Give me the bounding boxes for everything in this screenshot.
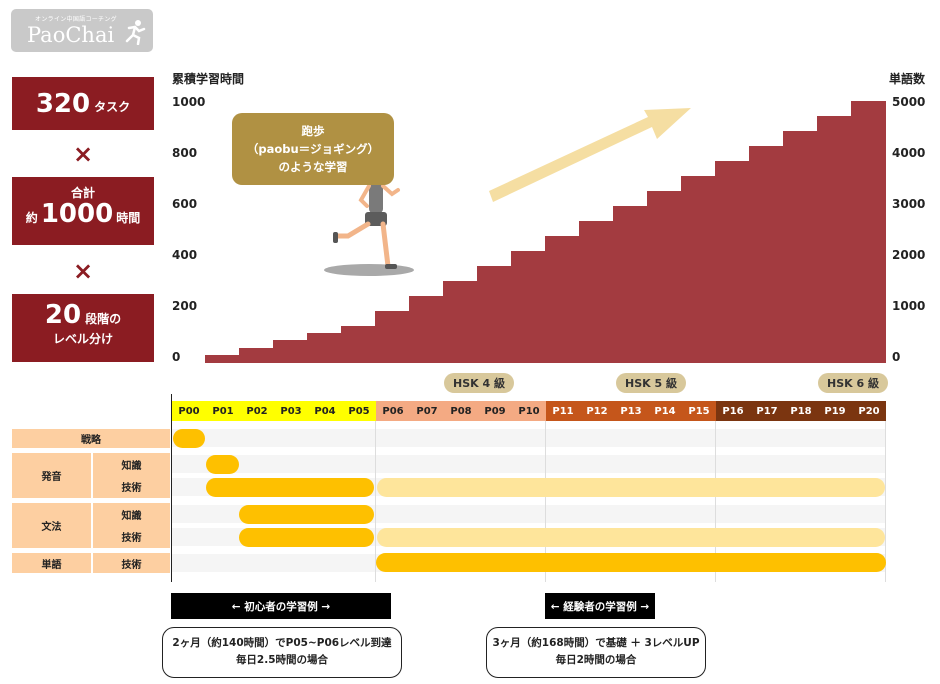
phase-col-p05: P05 xyxy=(342,401,376,421)
phase-col-p04: P04 xyxy=(308,401,342,421)
experienced-example-box: 3ヶ月（約168時間）で基礎 ＋ 3レベルUP 毎日2時間の場合 xyxy=(486,627,706,678)
kpi-hours-number: 1000 xyxy=(40,199,114,229)
phase-col-p02: P02 xyxy=(240,401,274,421)
row-sublabel-skill: 技術 xyxy=(93,525,170,548)
row-label-grammar: 文法 xyxy=(12,503,91,548)
phase-col-p17: P17 xyxy=(750,401,784,421)
beginner-example-header: ← 初心者の学習例 → xyxy=(171,593,391,619)
bubble-line1: 跑歩 xyxy=(301,124,325,138)
runner-icon xyxy=(125,20,146,45)
gantt-bar-grammar-skill-ext xyxy=(377,528,885,547)
y-tick-right: 0 xyxy=(892,350,901,364)
phase-col-p10: P10 xyxy=(512,401,546,421)
phase-col-p03: P03 xyxy=(274,401,308,421)
beginner-example-line2: 毎日2.5時間の場合 xyxy=(235,654,329,666)
kpi-levels-unit: 段階の xyxy=(85,312,122,326)
y-tick-left: 0 xyxy=(172,350,181,364)
experienced-example-line2: 毎日2時間の場合 xyxy=(555,654,637,666)
phase-col-p18: P18 xyxy=(784,401,818,421)
experienced-example-line1: 3ヶ月（約168時間）で基礎 ＋ 3レベルUP xyxy=(492,637,700,649)
bubble-line2: （paobu＝ジョギング） xyxy=(246,142,380,156)
row-sublabel-knowledge: 知識 xyxy=(93,453,170,475)
row-label-strategy: 戦略 xyxy=(12,429,170,448)
kpi-levels-number: 20 xyxy=(44,300,82,330)
kpi-tasks-number: 320 xyxy=(35,88,91,119)
row-sublabel-skill: 技術 xyxy=(93,553,170,573)
phase-col-p06: P06 xyxy=(376,401,410,421)
gantt-bar-grammar-skill xyxy=(239,528,374,547)
gantt-bar-pron-knowledge xyxy=(206,455,239,474)
phase-col-p07: P07 xyxy=(410,401,444,421)
phase-divider xyxy=(375,421,376,582)
phase-divider xyxy=(715,421,716,582)
phase-col-p13: P13 xyxy=(614,401,648,421)
kpi-levels-line2: レベル分け xyxy=(52,332,113,346)
phase-col-p09: P09 xyxy=(478,401,512,421)
kpi-tasks-unit: タスク xyxy=(94,100,131,114)
logo-subtitle: オンライン中国語コーチング xyxy=(35,16,117,23)
gantt-bar-strategy xyxy=(173,429,205,448)
row-sublabel-knowledge: 知識 xyxy=(93,503,170,525)
y-tick-right: 4000 xyxy=(892,146,926,160)
phase-col-p01: P01 xyxy=(206,401,240,421)
trend-arrow-icon xyxy=(489,108,691,202)
gantt-axis-line xyxy=(171,394,172,582)
gantt-bar-pron-skill xyxy=(206,478,374,497)
y-tick-right: 1000 xyxy=(892,299,926,313)
phase-col-p00: P00 xyxy=(172,401,206,421)
hsk5-badge: HSK 5 級 xyxy=(616,373,686,393)
kpi-tasks: 320 タスク xyxy=(12,77,154,130)
bubble-line3: のような学習 xyxy=(278,160,348,174)
phase-col-p08: P08 xyxy=(444,401,478,421)
multiply-icon: × xyxy=(72,257,94,285)
beginner-example-box: 2ヶ月（約140時間）でP05~P06レベル到達 毎日2.5時間の場合 xyxy=(162,627,402,678)
y-axis-title-right: 単語数 xyxy=(889,72,926,86)
gantt-bar-vocab-skill xyxy=(376,553,886,572)
kpi-hours-unit: 時間 xyxy=(116,211,141,225)
phase-col-p11: P11 xyxy=(546,401,580,421)
y-tick-left: 400 xyxy=(172,248,198,262)
kpi-hours: 合計 約 1000 時間 xyxy=(12,177,154,245)
logo-brand: PaoChai xyxy=(27,23,115,47)
hsk6-badge: HSK 6 級 xyxy=(818,373,888,393)
logo: オンライン中国語コーチング PaoChai xyxy=(11,9,153,52)
y-tick-right: 5000 xyxy=(892,95,926,109)
phase-col-p16: P16 xyxy=(716,401,750,421)
y-tick-left: 1000 xyxy=(172,95,206,109)
beginner-example-line1: 2ヶ月（約140時間）でP05~P06レベル到達 xyxy=(172,637,392,649)
phase-col-p20: P20 xyxy=(852,401,886,421)
y-tick-right: 3000 xyxy=(892,197,926,211)
phase-divider xyxy=(885,421,886,582)
phase-col-p12: P12 xyxy=(580,401,614,421)
y-tick-left: 600 xyxy=(172,197,198,211)
row-label-vocabulary: 単語 xyxy=(12,553,91,573)
phase-col-p14: P14 xyxy=(648,401,682,421)
experienced-example-header: ← 経験者の学習例 → xyxy=(545,593,655,619)
y-tick-left: 200 xyxy=(172,299,198,313)
y-tick-left: 800 xyxy=(172,146,198,160)
gantt-bar-grammar-knowledge xyxy=(239,505,374,524)
y-tick-right: 2000 xyxy=(892,248,926,262)
phase-divider xyxy=(545,421,546,582)
jogging-bubble: 跑歩 （paobu＝ジョギング） のような学習 xyxy=(232,113,394,185)
gantt-row-bg xyxy=(172,455,886,473)
kpi-hours-label: 合計 xyxy=(70,186,95,200)
row-sublabel-skill: 技術 xyxy=(93,475,170,498)
phase-col-p15: P15 xyxy=(682,401,716,421)
staircase-bars xyxy=(205,101,886,363)
kpi-levels: 20 段階の レベル分け xyxy=(12,294,154,362)
row-label-pronunciation: 発音 xyxy=(12,453,91,498)
gantt-row-bg xyxy=(172,429,886,447)
runner-shadow xyxy=(324,264,414,276)
multiply-icon: × xyxy=(72,140,94,168)
hsk4-badge: HSK 4 級 xyxy=(444,373,514,393)
y-axis-title-left: 累積学習時間 xyxy=(172,72,245,86)
phase-col-p19: P19 xyxy=(818,401,852,421)
gantt-bar-pron-skill-ext xyxy=(377,478,885,497)
kpi-hours-prefix: 約 xyxy=(25,211,38,225)
